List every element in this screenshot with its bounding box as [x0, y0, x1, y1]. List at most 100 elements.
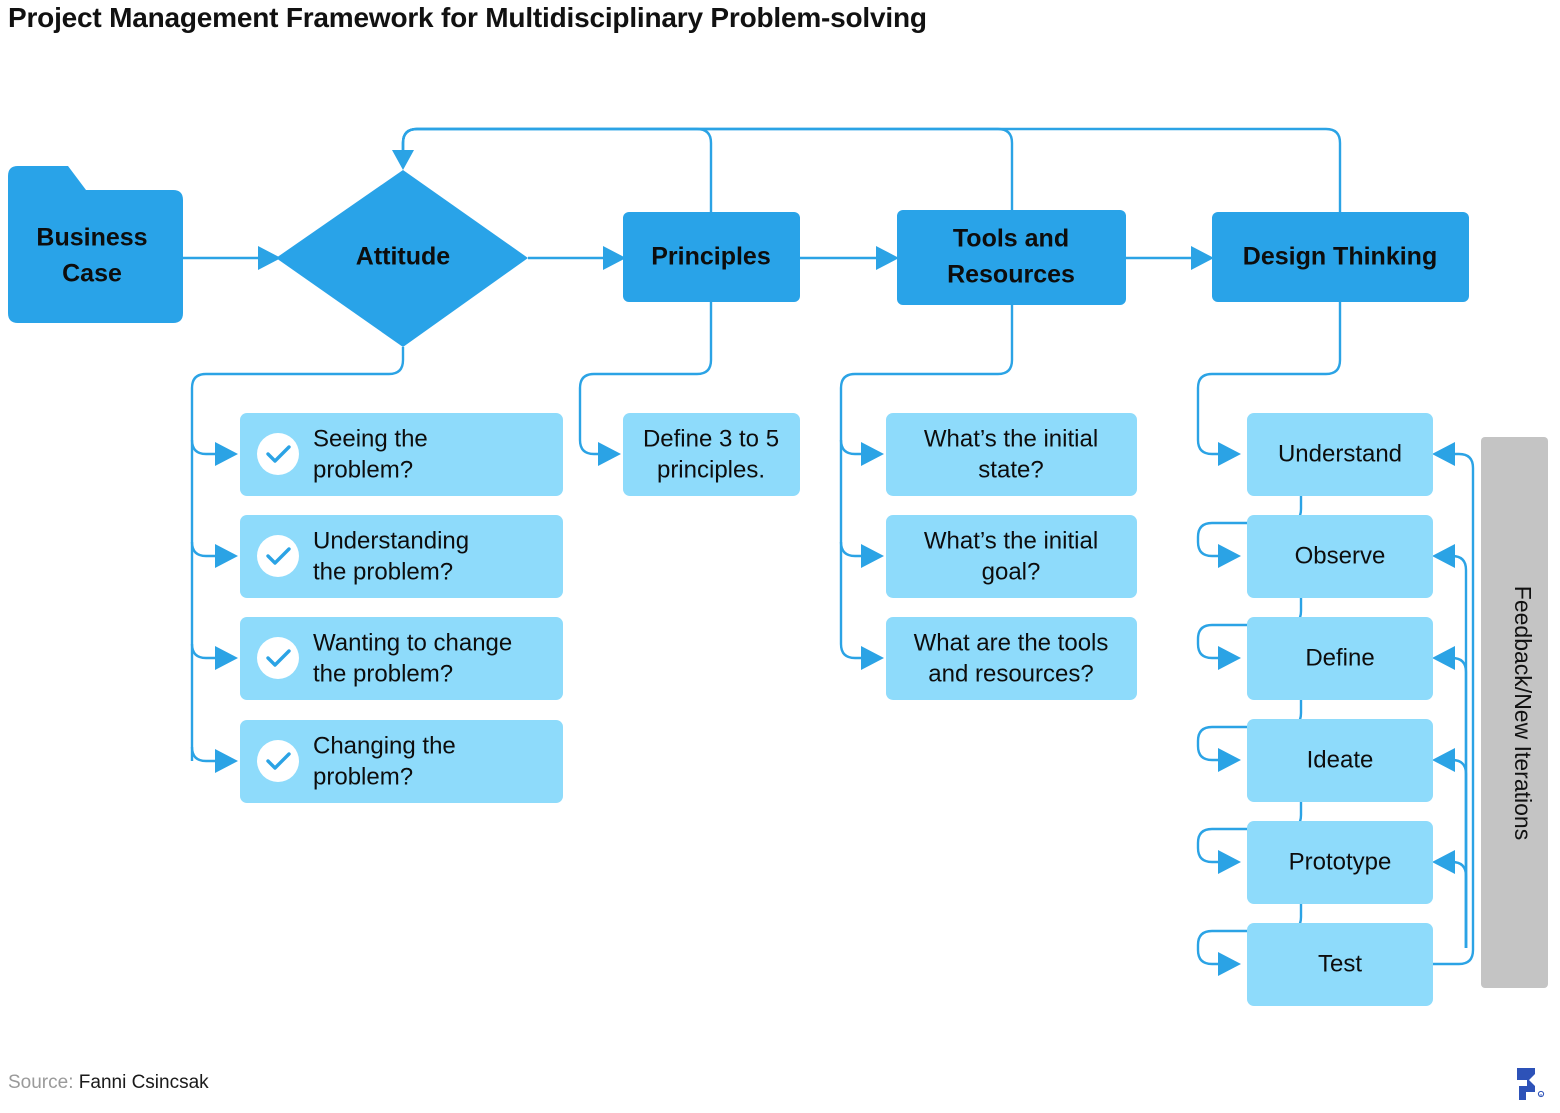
- node-attitude[interactable]: Attitude: [276, 170, 528, 347]
- design-thinking-step-observe[interactable]: Observe: [1247, 515, 1433, 598]
- arrow-to-test: [1218, 952, 1241, 976]
- attitude-item-4[interactable]: Changing the problem?: [240, 720, 563, 803]
- attitude-item-4-line2: problem?: [313, 763, 413, 790]
- design-thinking-step-prototype[interactable]: Prototype: [1247, 821, 1433, 904]
- design-thinking-box-shape: [1212, 212, 1469, 302]
- line-attitude-branch-4: [190, 746, 219, 763]
- design-thinking-label: Design Thinking: [1243, 243, 1437, 271]
- line-attitude-branch-1: [190, 439, 219, 456]
- attitude-item-2-box: [240, 515, 563, 598]
- attitude-item-3-line1: Wanting to change: [313, 629, 512, 656]
- arrow-tools-item-1: [861, 442, 884, 466]
- arrow-attitude-item-3: [215, 646, 238, 670]
- check-icon-circle-1: [257, 433, 299, 475]
- design-thinking-steps-group: Understand Observe Define Ideate Prototy…: [1247, 413, 1433, 1006]
- arrow-into-attitude-top: [392, 150, 414, 170]
- line-feedback-to-define: [1451, 656, 1468, 948]
- attitude-item-2-line2: the problem?: [313, 558, 453, 585]
- attitude-item-3-box: [240, 617, 563, 700]
- svg-text:R: R: [1540, 1093, 1543, 1098]
- principles-item-1-line2: principles.: [657, 456, 765, 483]
- step-prototype-box: [1247, 821, 1433, 904]
- line-tools-branch-3: [839, 643, 865, 660]
- step-ideate-box: [1247, 719, 1433, 802]
- attitude-item-3-line2: the problem?: [313, 660, 453, 687]
- line-tools-branch-1: [839, 439, 865, 456]
- line-principles-branch-trunk: [578, 300, 713, 456]
- principles-item-1-box: [623, 413, 800, 496]
- line-tools-to-attitude: [401, 127, 1014, 210]
- step-test-box: [1247, 923, 1433, 1006]
- page-title: Project Management Framework for Multidi…: [8, 2, 927, 33]
- arrow-to-ideate: [1218, 748, 1241, 772]
- step-ideate-label: Ideate: [1307, 746, 1374, 773]
- tools-item-2-line1: What’s the initial: [924, 527, 1098, 554]
- step-understand-box: [1247, 413, 1433, 496]
- line-feedback-to-understand: [1433, 452, 1475, 966]
- step-prototype-label: Prototype: [1289, 848, 1392, 875]
- step-observe-label: Observe: [1295, 542, 1386, 569]
- principles-item-1[interactable]: Define 3 to 5 principles.: [623, 413, 800, 496]
- principles-label: Principles: [651, 243, 771, 271]
- tools-item-3[interactable]: What are the tools and resources?: [886, 617, 1137, 700]
- business-case-label-line1: Business: [36, 224, 147, 252]
- arrow-tools-item-2: [861, 544, 884, 568]
- line-tools-branch-2: [839, 541, 865, 558]
- brand-logo-icon: R: [1517, 1068, 1545, 1100]
- attitude-item-2-line1: Understanding: [313, 527, 469, 554]
- node-business-case[interactable]: Business Case: [8, 166, 183, 323]
- step-understand-label: Understand: [1278, 440, 1402, 467]
- tools-item-3-line2: and resources?: [928, 660, 1093, 687]
- feedback-bar[interactable]: Feedback/New Iterations: [1481, 437, 1548, 988]
- step-observe-box: [1247, 515, 1433, 598]
- node-design-thinking[interactable]: Design Thinking: [1212, 212, 1469, 302]
- line-attitude-branch-2: [190, 541, 219, 558]
- principles-box-shape: [623, 212, 800, 302]
- check-icon-circle-2: [257, 535, 299, 577]
- step-define-box: [1247, 617, 1433, 700]
- line-attitude-branch-trunk: [190, 347, 405, 761]
- tools-box-shape: [897, 210, 1126, 305]
- check-icon-3: [266, 649, 291, 667]
- line-designthinking-to-attitude: [401, 127, 1342, 212]
- arrow-attitude-item-4: [215, 749, 238, 773]
- check-icon-1: [266, 445, 291, 463]
- node-principles[interactable]: Principles: [623, 212, 800, 302]
- design-thinking-step-define[interactable]: Define: [1247, 617, 1433, 700]
- tools-item-1[interactable]: What’s the initial state?: [886, 413, 1137, 496]
- arrow-tools-item-3: [861, 646, 884, 670]
- node-tools-and-resources[interactable]: Tools and Resources: [897, 210, 1126, 305]
- attitude-item-4-line1: Changing the: [313, 732, 456, 759]
- check-icon-2: [266, 547, 291, 565]
- tools-item-1-box: [886, 413, 1137, 496]
- check-icon-4: [266, 752, 291, 770]
- attitude-item-2[interactable]: Understanding the problem?: [240, 515, 563, 598]
- design-thinking-step-understand[interactable]: Understand: [1247, 413, 1433, 496]
- feedback-bar-shape: [1481, 437, 1548, 988]
- source-value: Fanni Csincsak: [78, 1072, 209, 1093]
- tools-item-1-line2: state?: [978, 456, 1043, 483]
- design-thinking-step-test[interactable]: Test: [1247, 923, 1433, 1006]
- design-thinking-step-ideate[interactable]: Ideate: [1247, 719, 1433, 802]
- line-principles-to-attitude: [401, 127, 713, 214]
- attitude-item-1-line1: Seeing the: [313, 425, 428, 452]
- tools-label-line2: Resources: [947, 261, 1075, 289]
- arrow-principles-to-tools: [876, 246, 899, 270]
- tools-items-group: What’s the initial state? What’s the ini…: [886, 413, 1137, 700]
- source-label: Source:: [8, 1072, 74, 1093]
- tools-item-3-line1: What are the tools: [914, 629, 1109, 656]
- attitude-label: Attitude: [356, 243, 451, 271]
- arrow-principles-item-1: [598, 442, 621, 466]
- principles-item-1-line1: Define 3 to 5: [643, 425, 779, 452]
- attitude-item-4-box: [240, 720, 563, 803]
- arrow-to-observe: [1218, 544, 1241, 568]
- arrow-attitude-item-2: [215, 544, 238, 568]
- arrow-businesscase-to-attitude: [258, 246, 281, 270]
- arrow-feedback-ideate: [1432, 748, 1455, 772]
- attitude-item-3[interactable]: Wanting to change the problem?: [240, 617, 563, 700]
- line-designthinking-branch-trunk: [1196, 302, 1342, 456]
- attitude-item-1[interactable]: Seeing the problem?: [240, 413, 563, 496]
- tools-item-2[interactable]: What’s the initial goal?: [886, 515, 1137, 598]
- tools-item-2-box: [886, 515, 1137, 598]
